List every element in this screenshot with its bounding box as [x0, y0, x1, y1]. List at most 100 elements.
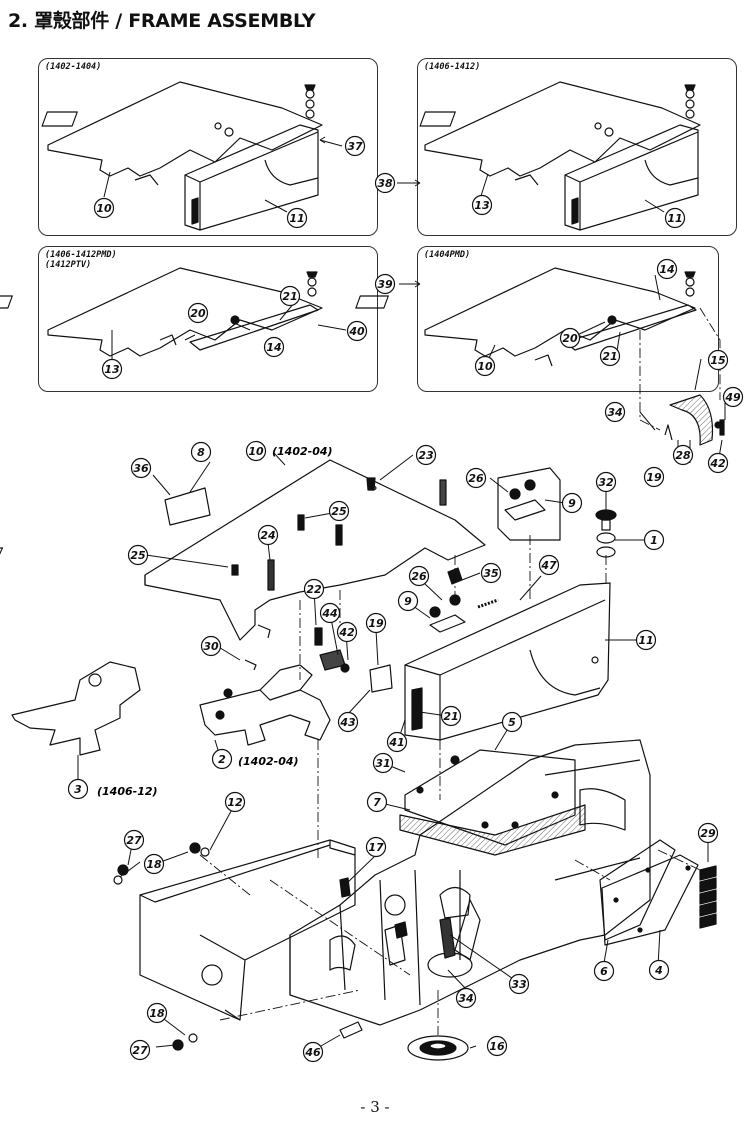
callout-part-15: 15	[707, 349, 729, 371]
callout-part-43: 43	[337, 711, 359, 733]
callout-part-39: 39	[374, 273, 396, 295]
callout-number: 20	[562, 332, 578, 345]
callout-part-27: 27	[129, 1039, 151, 1061]
callout-part-34: 34	[455, 987, 477, 1009]
callout-number: 26	[411, 570, 427, 583]
callout-part-44: 44	[319, 602, 341, 624]
callout-part-7: 7	[366, 791, 388, 813]
callout-part-31: 31	[372, 752, 394, 774]
callout-circle	[501, 711, 523, 733]
callout-number: 21	[443, 710, 458, 723]
callout-circle	[143, 853, 165, 875]
bracket-3	[11, 661, 141, 756]
callout-circle	[635, 629, 657, 651]
callout-circle	[656, 258, 678, 280]
callout-number: 25	[130, 549, 146, 562]
callout-part-2: 2	[211, 748, 233, 770]
callout-circle	[722, 386, 744, 408]
callout-circle	[415, 444, 437, 466]
plate-window	[41, 111, 78, 127]
callout-circle	[211, 748, 233, 770]
callout-part-47: 47	[538, 554, 560, 576]
callout-part-16: 16	[486, 1035, 508, 1057]
note-part10: (1402-04)	[272, 445, 333, 458]
callout-number: 15	[710, 354, 726, 367]
callout-number: 42	[709, 457, 726, 470]
plate-8	[164, 487, 211, 526]
callout-circle	[465, 467, 487, 489]
callout-number: 10	[96, 202, 112, 215]
plate-7	[399, 804, 586, 856]
callout-circle	[302, 1041, 324, 1063]
plate-13-inset3	[47, 267, 323, 357]
callout-part-25: 25	[328, 500, 350, 522]
callout-part-9: 9	[561, 492, 583, 514]
plate-6	[599, 839, 676, 941]
callout-part-20: 20	[559, 327, 581, 349]
bracket-14-inset4	[564, 304, 697, 351]
callout-number: 8	[197, 446, 205, 459]
callout-circle	[224, 791, 246, 813]
callout-circle	[408, 565, 430, 587]
callout-part-19: 19	[643, 466, 665, 488]
callout-part-26: 26	[465, 467, 487, 489]
callout-circle	[146, 1002, 168, 1024]
callout-circle	[303, 578, 325, 600]
callout-circle	[365, 836, 387, 858]
callout-part-11: 11	[664, 207, 686, 229]
callout-number: 27	[132, 1044, 148, 1057]
callout-number: 35	[483, 567, 499, 580]
callout-part-1: 1	[643, 529, 665, 551]
callout-number: 18	[146, 858, 162, 871]
callout-part-41: 41	[386, 731, 408, 753]
callout-circle	[471, 194, 493, 216]
callout-number: 18	[149, 1007, 165, 1020]
callout-part-12: 12	[224, 791, 246, 813]
callout-part-6: 6	[593, 960, 615, 982]
callout-part-28: 28	[672, 444, 694, 466]
callout-number: 20	[190, 307, 206, 320]
panel-caption: (1402-1404)	[45, 62, 102, 72]
callout-part-32: 32	[595, 471, 617, 493]
callout-circle	[130, 457, 152, 479]
callout-number: 19	[646, 471, 662, 484]
callout-part-13: 13	[101, 358, 123, 380]
callout-number: 41	[388, 736, 404, 749]
callout-circle	[286, 207, 308, 229]
callout-circle	[279, 285, 301, 307]
callout-number: 16	[489, 1040, 505, 1053]
callout-part-46: 46	[302, 1041, 324, 1063]
callout-number: 7	[373, 796, 381, 809]
callout-part-23: 23	[415, 444, 437, 466]
callout-number: 9	[568, 497, 576, 510]
callout-circle	[101, 358, 123, 380]
callout-circle	[187, 302, 209, 324]
callout-part-29: 29	[697, 822, 719, 844]
callout-number: 22	[306, 583, 322, 596]
callout-part-14: 14	[656, 258, 678, 280]
callout-circle	[263, 336, 285, 358]
cover-11-inset1	[184, 124, 319, 231]
callout-number: 26	[468, 472, 484, 485]
callout-circle	[123, 829, 145, 851]
callout-number: 32	[598, 476, 614, 489]
callout-part-33: 33	[508, 973, 530, 995]
callout-number: 36	[133, 462, 149, 475]
callout-number: 3	[74, 783, 82, 796]
callout-circle	[366, 791, 388, 813]
callout-part-18: 18	[143, 853, 165, 875]
callout-part-49: 49	[722, 386, 744, 408]
callout-circle	[127, 544, 149, 566]
callout-circle	[67, 778, 89, 800]
callout-circle	[593, 960, 615, 982]
callout-number: 14	[659, 263, 674, 276]
callout-part-27: 27	[123, 829, 145, 851]
callout-part-10: 10	[474, 355, 496, 377]
callout-number: 13	[474, 199, 490, 212]
callout-number: 19	[368, 617, 384, 630]
callout-circle	[697, 822, 719, 844]
callout-number: 39	[377, 278, 393, 291]
callout-circle	[374, 172, 396, 194]
panel-caption: (1406-1412PMD) (1412PTV)	[45, 250, 117, 270]
